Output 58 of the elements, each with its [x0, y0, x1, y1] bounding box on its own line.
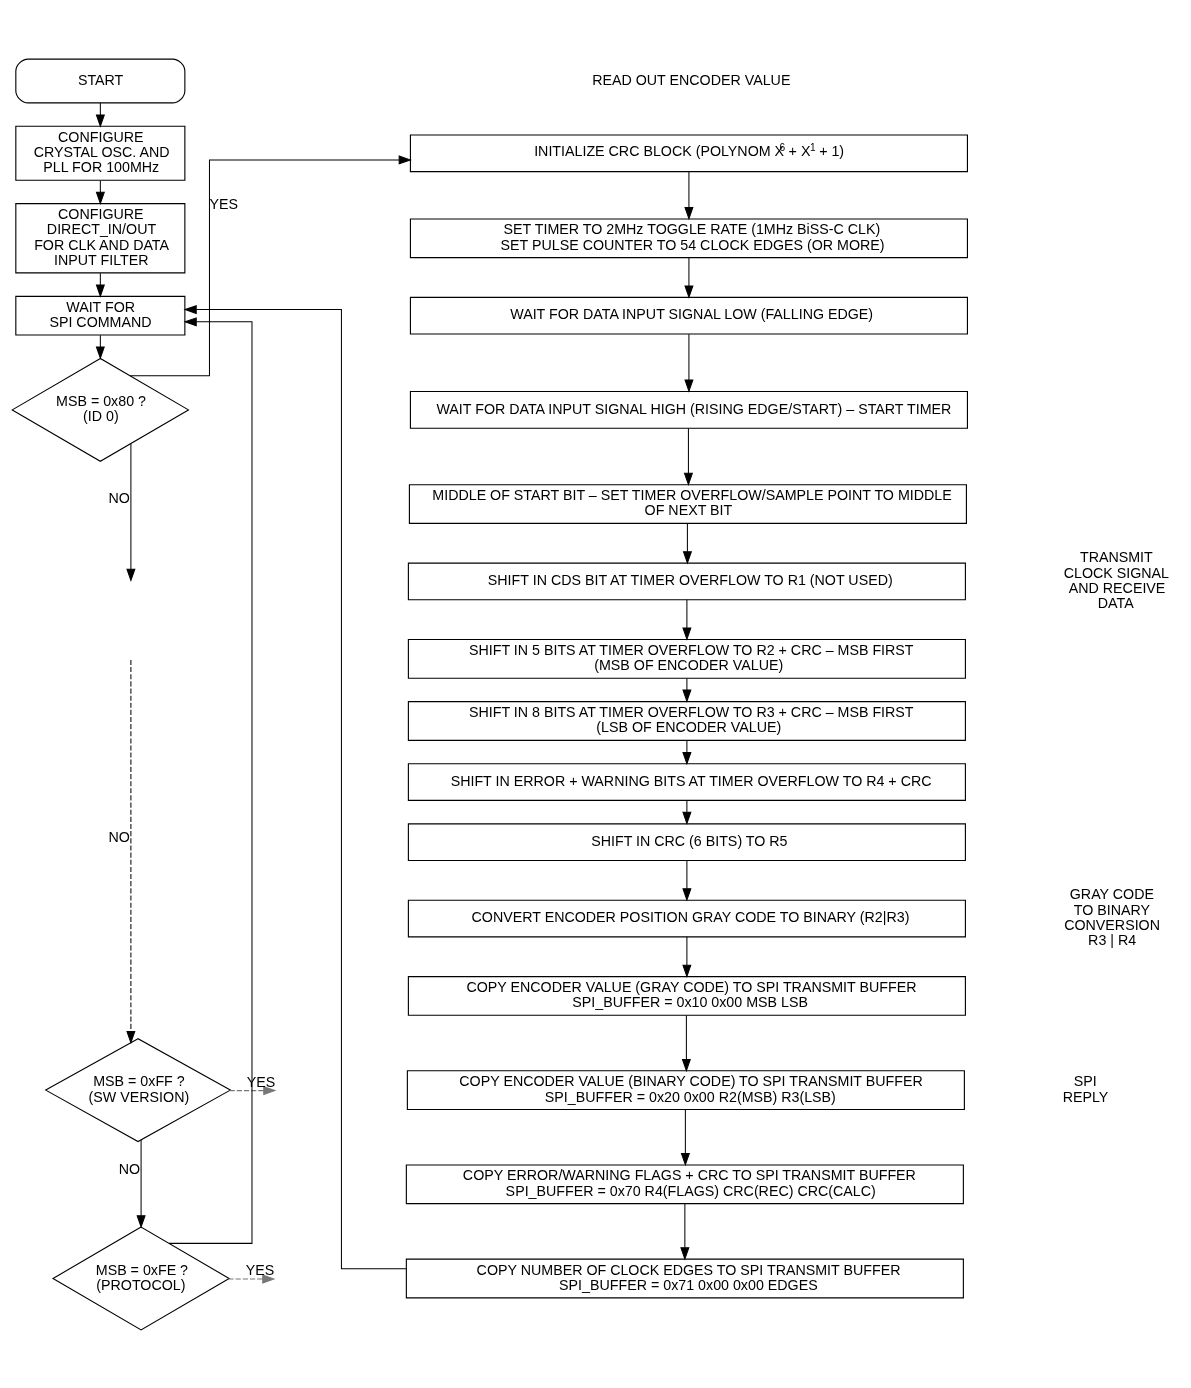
- edge-label: YES: [209, 195, 238, 212]
- node-box: INITIALIZE CRC BLOCK (POLYNOM X$^{6}$ + X$^{1}$ + 1): [409, 133, 968, 172]
- node-box: WAIT FOR DATA INPUT SIGNAL LOW (FALLING EDGE): [409, 296, 968, 335]
- arrow: [680, 1108, 690, 1166]
- edge-label: YES: [246, 1073, 276, 1090]
- arrow: [682, 935, 692, 978]
- arrow: [126, 659, 136, 1044]
- label: READ OUT ENCODER VALUE: [592, 71, 791, 88]
- arrow: [136, 1139, 146, 1228]
- node-box: MIDDLE OF START BIT – SET TIMER OVERFLOW/SAMPLE POINT TO MIDDLE OF NEXT BIT: [408, 483, 967, 524]
- edge-label: NO: [118, 1160, 141, 1177]
- arrow: [183, 304, 407, 1269]
- node-diamond: MSB = 0x80 ? (ID 0): [11, 357, 190, 462]
- label: SPI REPLY: [1062, 1072, 1109, 1105]
- edge-label: YES: [245, 1261, 275, 1278]
- label: TRANSMIT CLOCK SIGNAL AND RECEIVE DATA: [1063, 548, 1169, 611]
- arrow: [684, 333, 694, 393]
- arrow: [682, 859, 692, 901]
- node-box: SHIFT IN CDS BIT AT TIMER OVERFLOW TO R1 (NOT USED): [407, 562, 966, 600]
- label: GRAY CODE TO BINARY CONVERSION R3 | R4: [1064, 885, 1160, 948]
- node-diamond: MSB = 0xFF ? (SW VERSION): [44, 1037, 232, 1142]
- arrow: [129, 154, 412, 376]
- arrow: [95, 102, 105, 128]
- arrow: [228, 1273, 276, 1284]
- edge-label: NO: [108, 489, 130, 506]
- arrow: [684, 256, 694, 299]
- arrow: [682, 739, 692, 765]
- arrow: [682, 677, 692, 703]
- arrow: [95, 334, 105, 360]
- node-box: COPY ERROR/WARNING FLAGS + CRC TO SPI TRANSMIT BUFFER SPI_BUFFER = 0x70 R4(FLAGS) CRC(REC) CRC(CALC): [405, 1163, 964, 1204]
- node-box: SHIFT IN 5 BITS AT TIMER OVERFLOW TO R2 + CRC – MSB FIRST (MSB OF ENCODER VALUE): [407, 638, 966, 679]
- arrow: [126, 442, 136, 582]
- arrow: [95, 179, 105, 205]
- node-box: COPY NUMBER OF CLOCK EDGES TO SPI TRANSMIT BUFFER SPI_BUFFER = 0x71 0x00 0x00 EDGES: [405, 1258, 964, 1298]
- node-diamond: MSB = 0xFE ? (PROTOCOL): [51, 1225, 231, 1331]
- arrow: [168, 316, 253, 1244]
- arrow: [680, 1202, 690, 1261]
- node-box: WAIT FOR DATA INPUT SIGNAL HIGH (RISING EDGE/START) – START TIMER: [409, 390, 968, 429]
- arrow: [682, 598, 692, 641]
- arrow: [684, 170, 694, 220]
- node-box: COPY ENCODER VALUE (BINARY CODE) TO SPI TRANSMIT BUFFER SPI_BUFFER = 0x20 0x00 R2(MSB) R3(LSB): [406, 1069, 965, 1110]
- arrow: [95, 272, 105, 298]
- node-box: CONVERT ENCODER POSITION GRAY CODE TO BINARY (R2|R3): [407, 899, 966, 937]
- arrow: [683, 427, 694, 486]
- node-box: SHIFT IN ERROR + WARNING BITS AT TIMER OVERFLOW TO R4 + CRC: [407, 762, 966, 801]
- node-box: SHIFT IN 8 BITS AT TIMER OVERFLOW TO R3 + CRC – MSB FIRST (LSB OF ENCODER VALUE): [407, 700, 966, 741]
- node-box: CONFIGURE CRYSTAL OSC. AND PLL FOR 100MHz: [15, 125, 186, 181]
- node-box: SET TIMER TO 2MHz TOGGLE RATE (1MHz BiSS-C CLK) SET PULSE COUNTER TO 54 CLOCK EDGES (OR MORE): [409, 217, 968, 258]
- arrow: [682, 522, 693, 565]
- edge-label: NO: [108, 828, 130, 845]
- node-box: WAIT FOR SPI COMMAND: [15, 295, 186, 336]
- node-box: SHIFT IN CRC (6 BITS) TO R5: [407, 822, 966, 861]
- arrow: [681, 1014, 691, 1072]
- arrow: [682, 799, 692, 825]
- node-box: COPY ENCODER VALUE (GRAY CODE) TO SPI TRANSMIT BUFFER SPI_BUFFER = 0x10 0x00 MSB LSB: [407, 975, 966, 1016]
- arrow: [229, 1085, 277, 1095]
- node-box: START: [15, 58, 186, 103]
- node-box: CONFIGURE DIRECT_IN/OUT FOR CLK AND DATA INPUT FILTER: [15, 202, 186, 273]
